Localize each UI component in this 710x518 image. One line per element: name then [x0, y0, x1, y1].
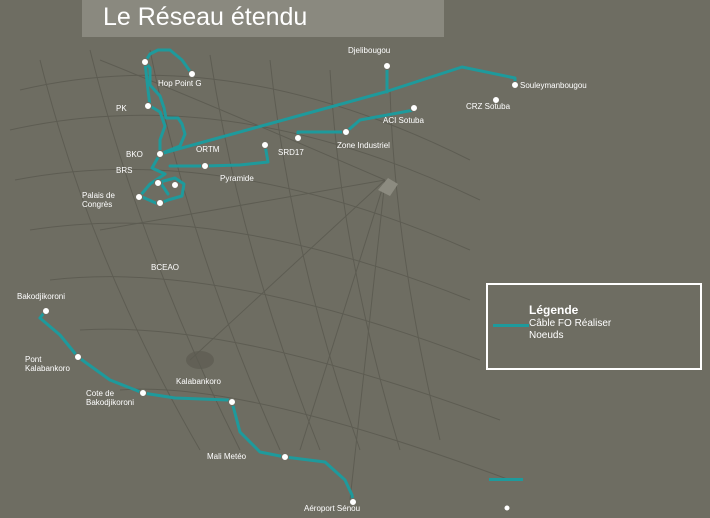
satellite-icon	[378, 178, 398, 196]
label-zone-industriel: Zone Industriel	[337, 141, 390, 150]
node-aci-sotuba[interactable]	[410, 104, 418, 112]
label-pk: PK	[116, 104, 127, 113]
legend-box	[486, 283, 702, 370]
label-brs: BRS	[116, 166, 132, 175]
node-labels: Djelibougou Souleymanbougou CRZ Sotuba A…	[17, 46, 587, 513]
label-aeroport-senou: Aéroport Sénou	[304, 504, 360, 513]
node-bakodjikoroni[interactable]	[42, 307, 50, 315]
label-ortm: ORTM	[196, 145, 220, 154]
globe-center	[186, 351, 214, 369]
label-hop-point-g: Hop Point G	[158, 79, 202, 88]
node-bko[interactable]	[156, 150, 164, 158]
node-pk[interactable]	[144, 102, 152, 110]
page-title: Le Réseau étendu	[103, 3, 308, 31]
node-pyramide[interactable]	[201, 162, 209, 170]
label-kalabankoro-1: Kalabankoro	[25, 364, 70, 373]
node-zone-industriel[interactable]	[342, 128, 350, 136]
node-pont-kalabankoro[interactable]	[74, 353, 82, 361]
background-grid	[9, 49, 511, 501]
label-pont: Pont	[25, 355, 42, 364]
label-srd17: SRD17	[278, 148, 304, 157]
node-brs[interactable]	[154, 179, 162, 187]
node-ortm[interactable]	[261, 141, 269, 149]
label-bko: BKO	[126, 150, 143, 159]
stray-cable-mark	[489, 478, 523, 481]
node-aeroport-senou[interactable]	[349, 498, 357, 506]
network-nodes	[42, 58, 519, 512]
label-aci-sotuba: ACI Sotuba	[383, 116, 424, 125]
node-stray	[503, 504, 511, 512]
fiber-cables	[38, 48, 517, 505]
node-djelibougou[interactable]	[383, 62, 391, 70]
title-band	[82, 0, 444, 37]
node-mali-meteo[interactable]	[281, 453, 289, 461]
node-point-a[interactable]	[141, 58, 149, 66]
node-cote-de-bakodjikoroni[interactable]	[139, 389, 147, 397]
legend-item-nodes: Noeuds	[529, 330, 564, 341]
label-kalabankoro-2: Kalabankoro	[176, 377, 221, 386]
node-crz-sotuba[interactable]	[492, 96, 500, 104]
node-srd17[interactable]	[294, 134, 302, 142]
node-hop-point-g[interactable]	[188, 70, 196, 78]
node-palais-de-congres[interactable]	[135, 193, 143, 201]
node-kalabankoro[interactable]	[228, 398, 236, 406]
legend-item-cable: Câble FO Réaliser	[529, 318, 612, 329]
label-djelibougou: Djelibougou	[348, 46, 390, 55]
label-mali-meteo: Mali Metéo	[207, 452, 247, 461]
node-souleymanbougou[interactable]	[511, 81, 519, 89]
node-palais-b[interactable]	[156, 199, 164, 207]
label-pyramide: Pyramide	[220, 174, 254, 183]
label-bceao: BCEAO	[151, 263, 179, 272]
label-souleymanbougou: Souleymanbougou	[520, 81, 587, 90]
label-palais-de: Palais de	[82, 191, 115, 200]
legend-title: Légende	[529, 303, 579, 317]
legend-cable-swatch	[493, 324, 529, 327]
label-congres: Congrès	[82, 200, 112, 209]
label-cote-de: Cote de	[86, 389, 115, 398]
label-bakodjikoroni-2: Bakodjikoroni	[86, 398, 134, 407]
node-brs-b[interactable]	[171, 181, 179, 189]
label-crz-sotuba: CRZ Sotuba	[466, 102, 511, 111]
label-bakodjikoroni: Bakodjikoroni	[17, 292, 65, 301]
